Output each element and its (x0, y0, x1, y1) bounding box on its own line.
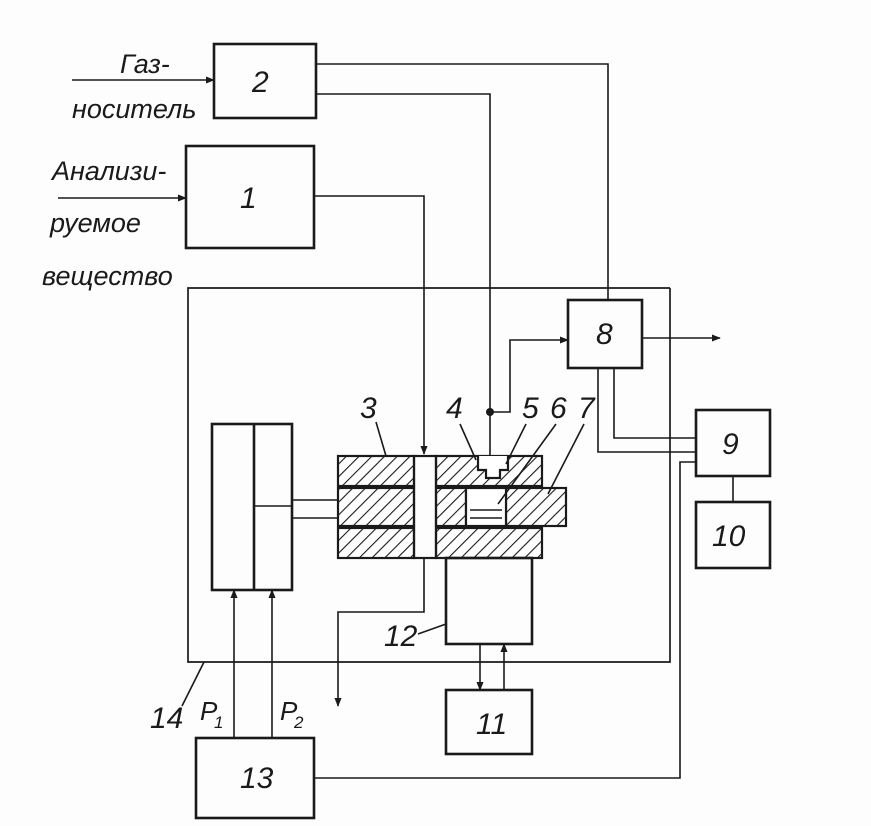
actuator-rod-lower (254, 505, 338, 519)
block-9-number: 9 (722, 428, 739, 461)
pointer-5 (505, 423, 527, 465)
pointer-12 (417, 623, 447, 635)
line-2-to-column (316, 93, 491, 460)
block-1 (184, 144, 316, 250)
pointer-4 (459, 423, 477, 461)
line-1-to-3 (314, 195, 428, 455)
line-13-to-9 (314, 461, 696, 779)
frame-14-number: 14 (150, 702, 183, 735)
svg-text:Газ-: Газ- (120, 49, 170, 79)
pointer-14 (181, 661, 205, 707)
callout-5: 5 (522, 392, 539, 425)
drain-line (334, 558, 425, 707)
line-junction-to-8 (490, 336, 569, 413)
callout-4: 4 (446, 392, 463, 425)
carrier-gas-label: Газ- носитель (72, 49, 196, 124)
injector-channel (412, 454, 438, 560)
svg-text:P: P (280, 696, 298, 726)
block-11 (444, 688, 534, 756)
injector-slider-7 (504, 486, 568, 528)
sample-label: Анализи- руемое вещество (42, 156, 173, 291)
svg-text:носитель: носитель (72, 94, 196, 124)
block-11-number: 11 (476, 708, 507, 741)
nozzle-5 (476, 456, 510, 480)
block-2 (212, 42, 318, 120)
line-8-to-9-a (613, 368, 696, 439)
pointer-7 (547, 423, 585, 495)
injector-3 (336, 454, 568, 560)
svg-text:вещество: вещество (42, 261, 173, 291)
block-13 (194, 736, 316, 820)
injector-top-left (336, 454, 416, 488)
line-2-to-8 (316, 63, 609, 300)
frame-14 (187, 287, 671, 663)
callout-7: 7 (578, 392, 596, 425)
actuator-cylinder (210, 422, 294, 592)
pressure-label-p1: P 1 (200, 696, 223, 732)
svg-text:1: 1 (214, 713, 223, 732)
pressure-label-p2: P 2 (280, 696, 304, 732)
block-1-number: 1 (240, 182, 257, 215)
svg-text:2: 2 (293, 713, 304, 732)
block-12 (444, 556, 534, 646)
svg-text:P: P (200, 696, 218, 726)
injector-bottom-right (434, 526, 544, 560)
block-12-number: 12 (384, 620, 418, 653)
block-10-number: 10 (712, 520, 746, 553)
actuator-rod-upper (291, 486, 338, 501)
callout-3: 3 (360, 392, 377, 425)
injector-mid-center (434, 486, 468, 528)
line-8-to-9-b (597, 368, 696, 453)
pointer-6 (497, 423, 557, 505)
injector-bottom-left (336, 526, 416, 560)
block-8 (566, 298, 644, 370)
svg-text:руемое: руемое (49, 208, 141, 238)
svg-text:Анализи-: Анализи- (50, 156, 166, 186)
block-8-number: 8 (596, 318, 613, 351)
block-2-number: 2 (251, 66, 269, 99)
sample-cell-6 (464, 486, 508, 528)
pointer-3 (375, 421, 387, 457)
injector-mid-left (336, 486, 416, 528)
block-13-number: 13 (240, 762, 274, 795)
callout-6: 6 (550, 392, 567, 425)
